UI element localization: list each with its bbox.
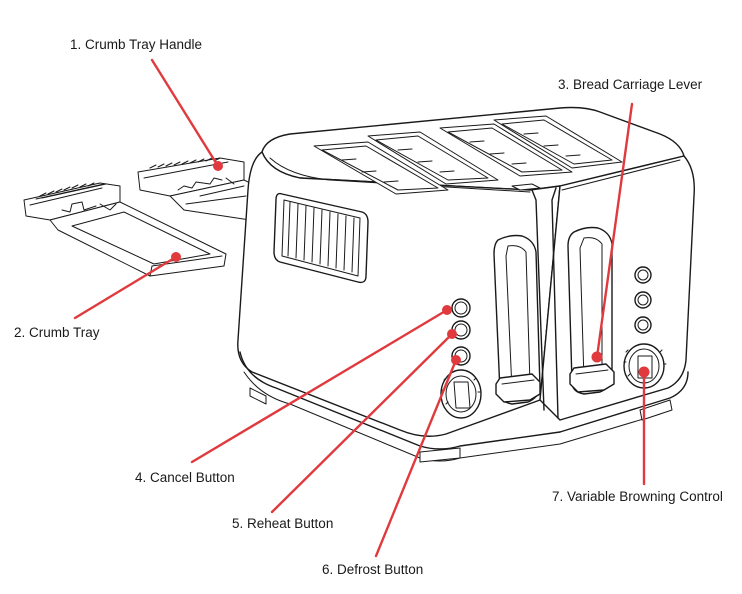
crumb-tray-left bbox=[23, 182, 227, 277]
leader-bread-carriage-lever bbox=[595, 102, 634, 359]
label-bread-carriage-lever: 3. Bread Carriage Lever bbox=[558, 77, 703, 92]
dot-reheat-button bbox=[447, 329, 457, 339]
lever-slot-left bbox=[493, 234, 541, 405]
leader-crumb-tray-handle bbox=[150, 58, 220, 168]
label-defrost-button: 6. Defrost Button bbox=[322, 562, 424, 577]
dot-variable-browning-control bbox=[638, 366, 650, 378]
dot-defrost-button bbox=[451, 355, 461, 365]
dot-cancel-button bbox=[442, 305, 452, 315]
leader-cancel-button bbox=[190, 308, 449, 464]
left-controls bbox=[440, 298, 482, 419]
label-variable-browning-control: 7. Variable Browning Control bbox=[552, 489, 723, 504]
label-crumb-tray-handle: 1. Crumb Tray Handle bbox=[70, 37, 203, 52]
leader-lines bbox=[73, 58, 650, 558]
label-cancel-button: 4. Cancel Button bbox=[135, 470, 235, 485]
label-reheat-button: 5. Reheat Button bbox=[232, 516, 334, 531]
dot-crumb-tray-handle bbox=[213, 161, 223, 171]
crumb-tray-right bbox=[137, 157, 265, 221]
bread-slots bbox=[313, 115, 623, 195]
leader-reheat-button bbox=[270, 332, 454, 514]
leader-crumb-tray bbox=[73, 255, 178, 320]
leader-defrost-button bbox=[374, 358, 458, 558]
label-crumb-tray: 2. Crumb Tray bbox=[14, 325, 100, 340]
lever-slot-right bbox=[567, 226, 615, 395]
dot-crumb-tray bbox=[171, 252, 181, 262]
side-vent bbox=[273, 192, 369, 284]
dot-bread-carriage-lever bbox=[591, 351, 603, 363]
